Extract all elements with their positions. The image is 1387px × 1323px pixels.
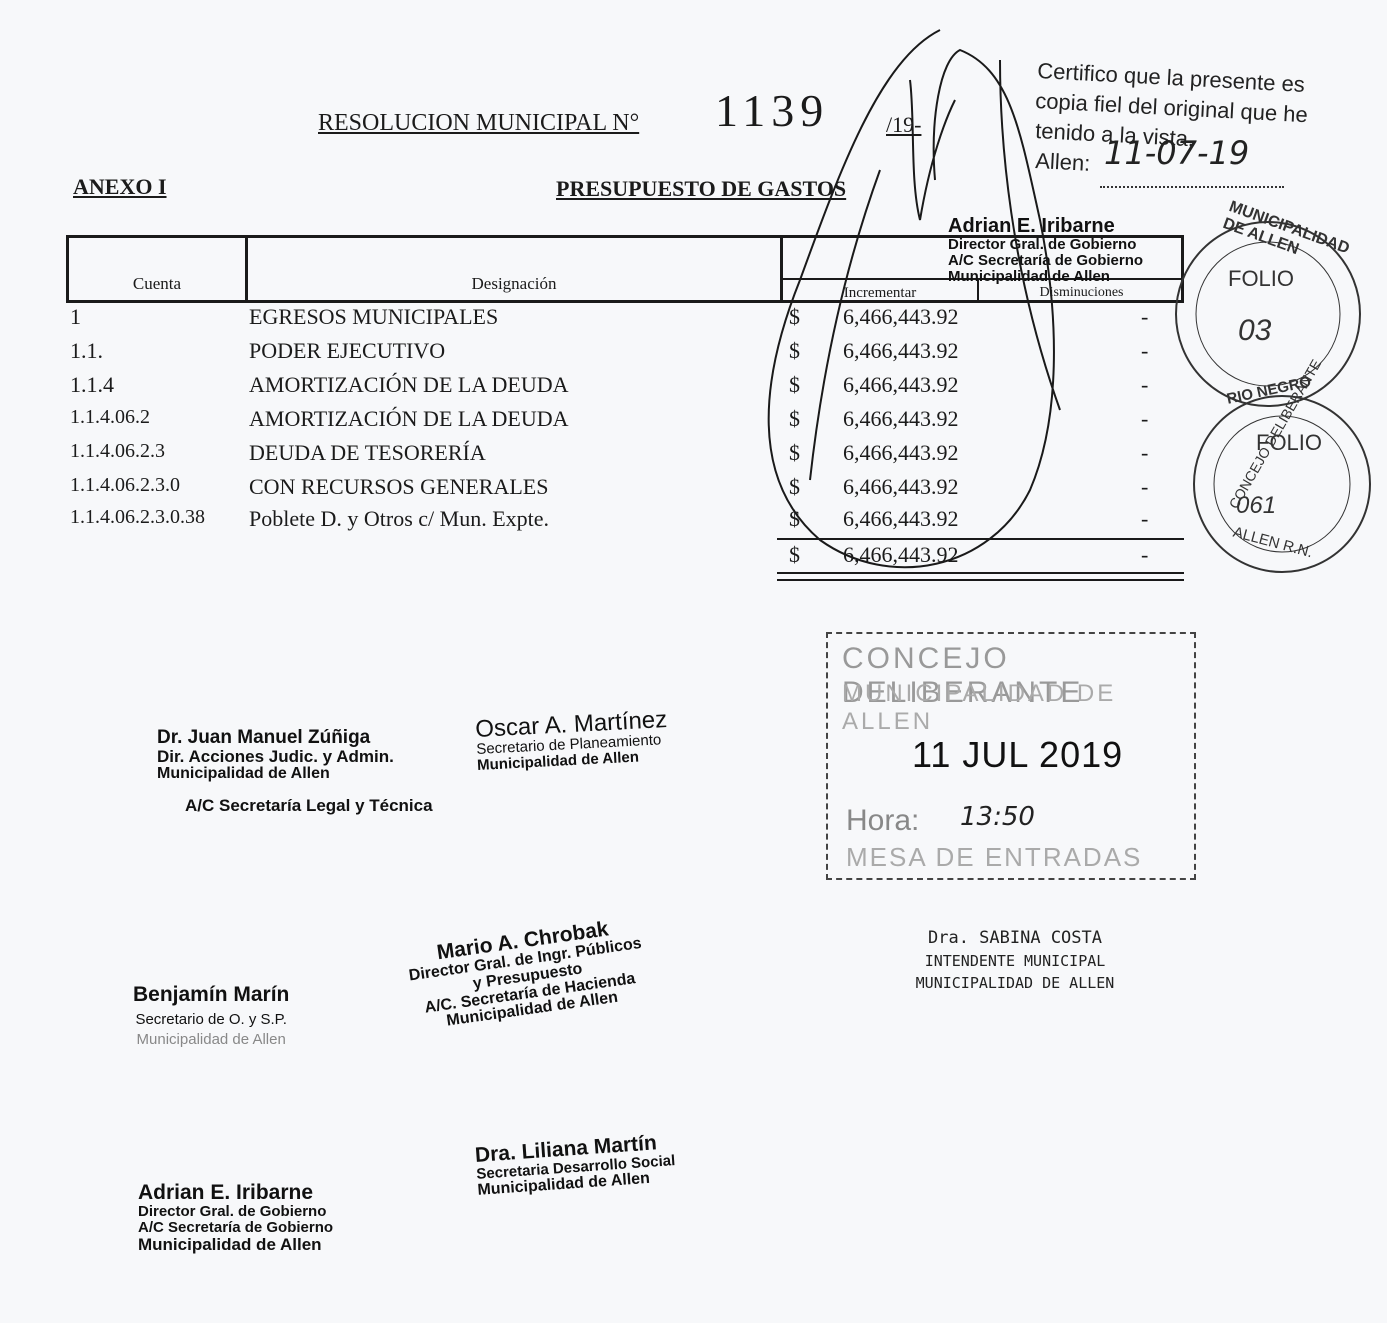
signature-scribble [767, 29, 1061, 569]
total-currency: $ [789, 542, 800, 567]
cell-cuenta: 1.1. [70, 338, 103, 363]
table-header: Cuenta Designación Incrementar Disminuci… [66, 235, 1184, 303]
date-stamp-hora-label: Hora: [846, 804, 920, 837]
table-row: 1.1.4.06.2.3 DEUDA DE TESORERÍA $ 6,466,… [70, 440, 1180, 474]
seal-concejo: CONCEJO DELIBERANTE FOLIO 061 ALLEN R.N. [1184, 357, 1380, 582]
table-row: 1.1.4.06.2.3.0.38 Poblete D. y Otros c/ … [70, 506, 1180, 540]
certification-dotted-line [1100, 186, 1284, 188]
cell-disminuciones: - [1141, 338, 1149, 363]
cell-designacion: AMORTIZACIÓN DE LA DEUDA [249, 406, 569, 431]
cell-cuenta: 1 [70, 304, 81, 329]
stamp-marin: Benjamín Marín Secretario de O. y S.P. M… [133, 983, 290, 1048]
cell-incrementar: 6,466,443.92 [843, 474, 959, 499]
cell-currency: $ [789, 440, 800, 465]
cell-incrementar: 6,466,443.92 [843, 440, 959, 465]
date-stamp-mesa: MESA DE ENTRADAS [846, 842, 1143, 872]
stamp-martinez: Oscar A. Martínez Secretario de Planeami… [474, 706, 668, 774]
cell-designacion: Poblete D. y Otros c/ Mun. Expte. [249, 506, 550, 531]
stamp-costa: Dra. SABINA COSTA INTENDENTE MUNICIPAL M… [915, 928, 1115, 992]
stamp-martin: Dra. Liliana Martín Secretaria Desarroll… [474, 1131, 676, 1199]
cell-incrementar: 6,466,443.92 [843, 406, 959, 431]
annex-title: ANEXO I [73, 174, 167, 199]
cell-designacion: DEUDA DE TESORERÍA [249, 440, 486, 465]
stamp-iribarne-bottom: Adrian E. Iribarne Director Gral. de Gob… [138, 1181, 334, 1254]
cell-currency: $ [789, 304, 800, 329]
seal-circle-icon [1175, 221, 1361, 407]
date-stamp-hora-value: 13:50 [960, 802, 1035, 832]
section-title: PRESUPUESTO DE GASTOS [556, 176, 847, 201]
stamp-chrobak: Mario A. Chrobak Director Gral. de Ingr.… [407, 917, 643, 1031]
cell-currency: $ [789, 474, 800, 499]
cell-disminuciones: - [1141, 506, 1149, 531]
cell-disminuciones: - [1141, 406, 1149, 431]
cell-currency: $ [789, 372, 800, 397]
resolution-number: 1139 [715, 85, 830, 136]
resolution-year: /19- [886, 112, 922, 137]
seal-municipalidad: MUNICIPALIDAD DE ALLEN FOLIO 03 RIO NEGR… [1168, 198, 1368, 414]
total-double-rule [777, 572, 1184, 581]
cell-currency: $ [789, 506, 800, 531]
cell-incrementar: 6,466,443.92 [843, 372, 959, 397]
column-header-designacion: Designación [248, 238, 783, 300]
cell-incrementar: 6,466,443.92 [843, 506, 959, 531]
certification-handwritten-date: 11-07-19 [1104, 134, 1250, 172]
date-stamp-line-2: MUNICIPALIDAD DE ALLEN [842, 680, 1117, 735]
cell-cuenta: 1.1.4.06.2.3.0.38 [70, 506, 205, 528]
seal-circle-icon [1193, 395, 1371, 573]
column-header-importes: Incrementar Disminuciones [783, 238, 1184, 301]
column-header-cuenta: Cuenta [69, 238, 248, 300]
resolution-label: RESOLUCION MUNICIPAL N° [318, 110, 640, 136]
date-stamp-line-1: CONCEJO DELIBERANTE [842, 642, 1084, 709]
table-row: 1.1. PODER EJECUTIVO $ 6,466,443.92 - [70, 338, 1180, 372]
cell-disminuciones: - [1141, 304, 1149, 329]
cell-designacion: CON RECURSOS GENERALES [249, 474, 549, 499]
total-disminuciones: - [1141, 542, 1149, 567]
date-stamp-date: 11 JUL 2019 [912, 734, 1124, 775]
column-header-incrementar: Incrementar [783, 278, 979, 301]
table-row: 1.1.4.06.2 AMORTIZACIÓN DE LA DEUDA $ 6,… [70, 406, 1180, 440]
cell-cuenta: 1.1.4 [70, 372, 114, 397]
stamp-zuniga: Dr. Juan Manuel Zúñiga Dir. Acciones Jud… [157, 727, 433, 815]
cell-currency: $ [789, 406, 800, 431]
table-row: 1.1.4 AMORTIZACIÓN DE LA DEUDA $ 6,466,4… [70, 372, 1180, 406]
column-header-disminuciones: Disminuciones [979, 278, 1184, 300]
cell-cuenta: 1.1.4.06.2.3 [70, 440, 165, 462]
cell-designacion: EGRESOS MUNICIPALES [249, 304, 499, 329]
table-row: 1 EGRESOS MUNICIPALES $ 6,466,443.92 - [70, 304, 1180, 338]
cell-disminuciones: - [1141, 474, 1149, 499]
cell-cuenta: 1.1.4.06.2.3.0 [70, 474, 180, 496]
date-stamp: CONCEJO DELIBERANTE MUNICIPALIDAD DE ALL… [826, 632, 1196, 880]
cell-disminuciones: - [1141, 440, 1149, 465]
cell-incrementar: 6,466,443.92 [843, 304, 959, 329]
cell-cuenta: 1.1.4.06.2 [70, 406, 150, 428]
cell-designacion: PODER EJECUTIVO [249, 338, 446, 363]
cell-designacion: AMORTIZACIÓN DE LA DEUDA [249, 372, 569, 397]
cell-incrementar: 6,466,443.92 [843, 338, 959, 363]
cell-currency: $ [789, 338, 800, 363]
stamp-iribarne-top: Adrian E. Iribarne Director Gral. de Gob… [948, 215, 1144, 285]
cell-disminuciones: - [1141, 372, 1149, 397]
table-row: 1.1.4.06.2.3.0 CON RECURSOS GENERALES $ … [70, 474, 1180, 508]
